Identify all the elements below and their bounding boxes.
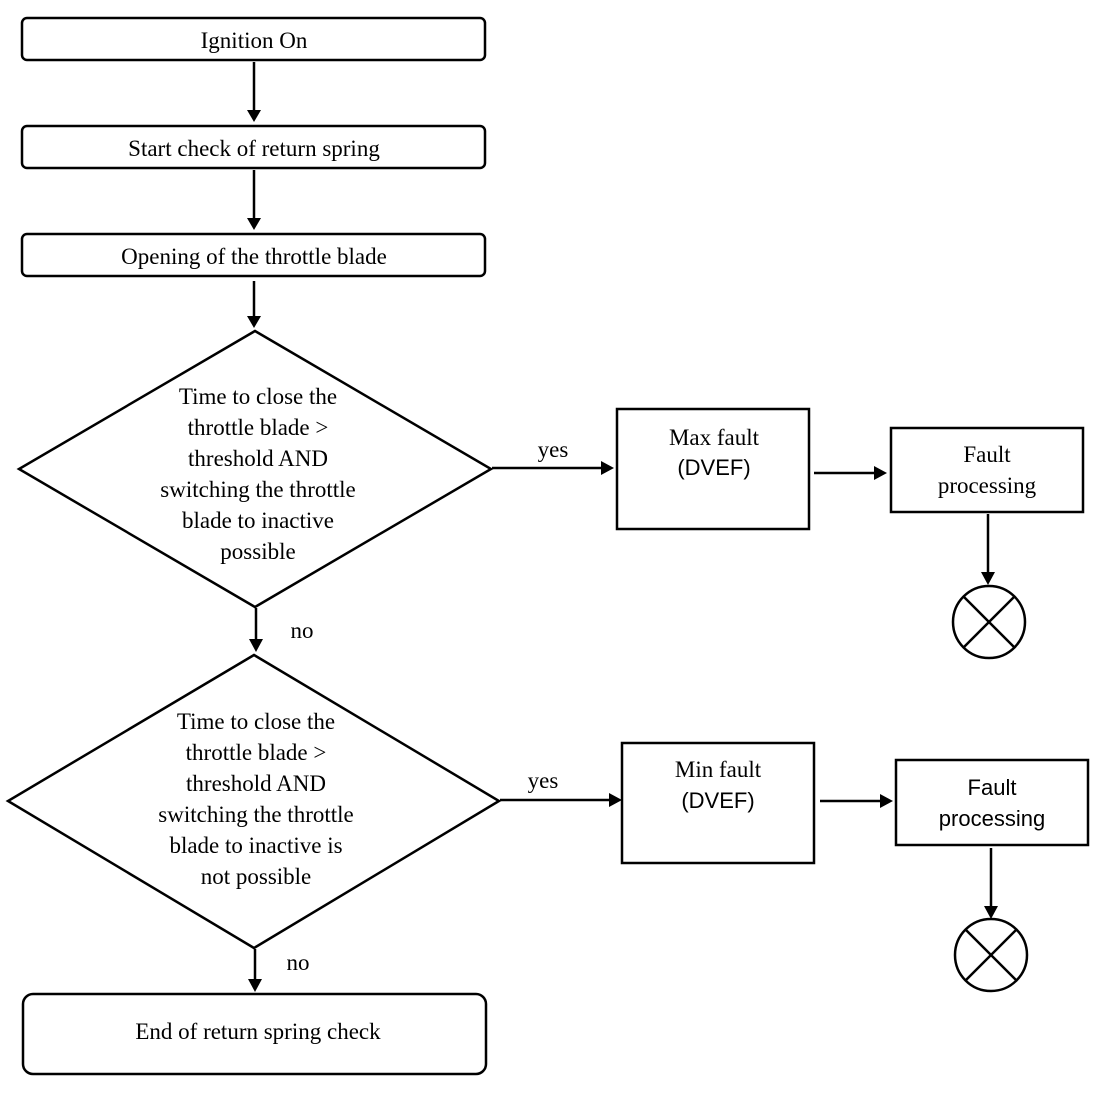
fault-processing-1-line-2: processing [938,473,1037,498]
node-decision-max: Time to close the throttle blade > thres… [16,329,494,609]
max-fault-line-2: (DVEF) [677,455,750,480]
node-fault-processing-2: Fault processing [894,758,1090,847]
node-end-check-label: End of return spring check [135,1019,381,1044]
arrow-decision-min-no: no [248,949,310,992]
decision-min-line-3: threshold AND [186,771,326,796]
decision-max-line-6: possible [220,539,295,564]
arrow-processing-1-to-terminator [981,514,995,585]
min-fault-line-2: (DVEF) [681,788,754,813]
arrow-decision-min-yes: yes [500,768,622,807]
decision-min-line-4: switching the throttle [158,802,353,827]
node-opening-label: Opening of the throttle blade [121,244,387,269]
decision-max-line-5: blade to inactive [182,508,334,533]
node-opening: Opening of the throttle blade [20,232,487,278]
node-ignition-on: Ignition On [20,16,487,62]
node-end-check: End of return spring check [21,992,488,1076]
decision-min-line-1: Time to close the [177,709,335,734]
decision-min-line-6: not possible [201,864,312,889]
node-decision-min: Time to close the throttle blade > thres… [5,653,502,950]
arrow-min-fault-to-processing [820,794,893,808]
arrow-opening-to-decision-max [247,281,261,328]
decision-max-line-1: Time to close the [179,384,337,409]
node-min-fault: Min fault (DVEF) [620,741,816,865]
min-fault-line-1: Min fault [675,757,762,782]
fault-processing-2-line-1: Fault [968,775,1017,800]
edge-label-yes-1: yes [538,437,569,462]
max-fault-line-1: Max fault [669,425,760,450]
decision-max-line-4: switching the throttle [160,477,355,502]
edge-label-yes-2: yes [528,768,559,793]
arrow-decision-max-no: no [249,608,314,652]
node-max-fault: Max fault (DVEF) [615,407,811,531]
fault-processing-2-line-2: processing [939,806,1045,831]
arrow-decision-max-yes: yes [492,437,614,475]
arrow-max-fault-to-processing [814,466,887,480]
decision-max-line-3: threshold AND [188,446,328,471]
node-fault-processing-1: Fault processing [889,426,1085,514]
fault-processing-1-line-1: Fault [963,442,1011,467]
decision-min-line-2: throttle blade > [186,740,327,765]
arrow-start-to-opening [247,170,261,230]
terminator-2-icon [953,917,1029,993]
terminator-1-icon [951,584,1027,660]
edge-label-no-2: no [287,950,310,975]
node-start-check: Start check of return spring [20,124,487,170]
arrow-processing-2-to-terminator [984,848,998,919]
decision-min-line-5: blade to inactive is [169,833,342,858]
node-start-check-label: Start check of return spring [128,136,380,161]
arrow-ignition-to-start [247,62,261,122]
node-ignition-on-label: Ignition On [201,28,308,53]
edge-label-no-1: no [291,618,314,643]
decision-max-line-2: throttle blade > [188,415,329,440]
